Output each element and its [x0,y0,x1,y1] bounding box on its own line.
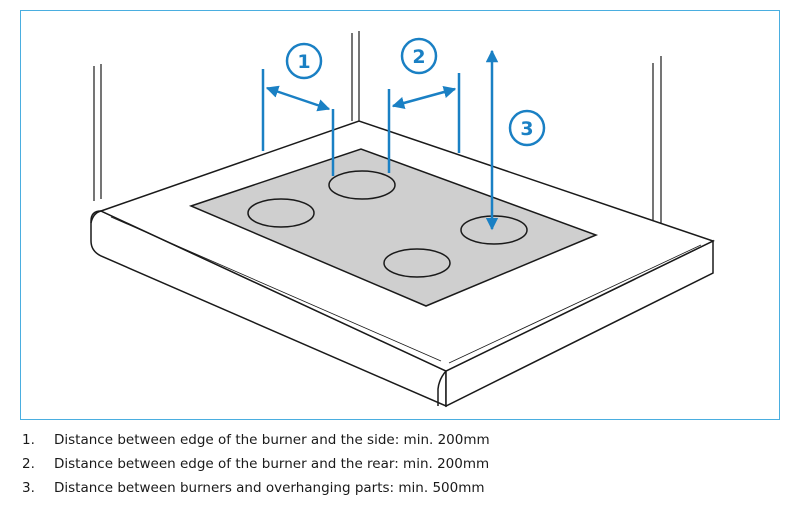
installation-diagram: 1 2 3 [90,31,715,408]
legend-item-text: Distance between burners and overhanging… [54,480,485,496]
callout-3-number: 3 [520,118,533,140]
legend-item: 2. Distance between edge of the burner a… [22,452,782,476]
diagram-frame: 1 2 3 [20,10,780,420]
legend-item: 3. Distance between burners and overhang… [22,476,782,500]
legend-item-text: Distance between edge of the burner and … [54,432,490,448]
callout-2: 2 [400,37,438,75]
legend-item-number: 2. [22,456,35,472]
cooktop-surface [188,148,599,307]
callout-1: 1 [285,42,323,80]
callout-3: 3 [508,109,546,147]
dimension-1 [261,69,335,176]
legend-item-text: Distance between edge of the burner and … [54,456,490,472]
cabinet-walls [93,31,662,231]
dimension-2 [387,73,461,173]
legend-item-number: 3. [22,480,35,496]
countertop-edge-lines [110,216,702,364]
callout-1-number: 1 [297,51,310,73]
burner-front-center [383,248,451,278]
legend-item: 1. Distance between edge of the burner a… [22,428,782,452]
legend-list: 1. Distance between edge of the burner a… [22,428,782,500]
burner-rear-center [328,170,396,200]
burner-rear-left [247,198,315,228]
callout-2-number: 2 [412,46,425,68]
legend-item-number: 1. [22,432,35,448]
